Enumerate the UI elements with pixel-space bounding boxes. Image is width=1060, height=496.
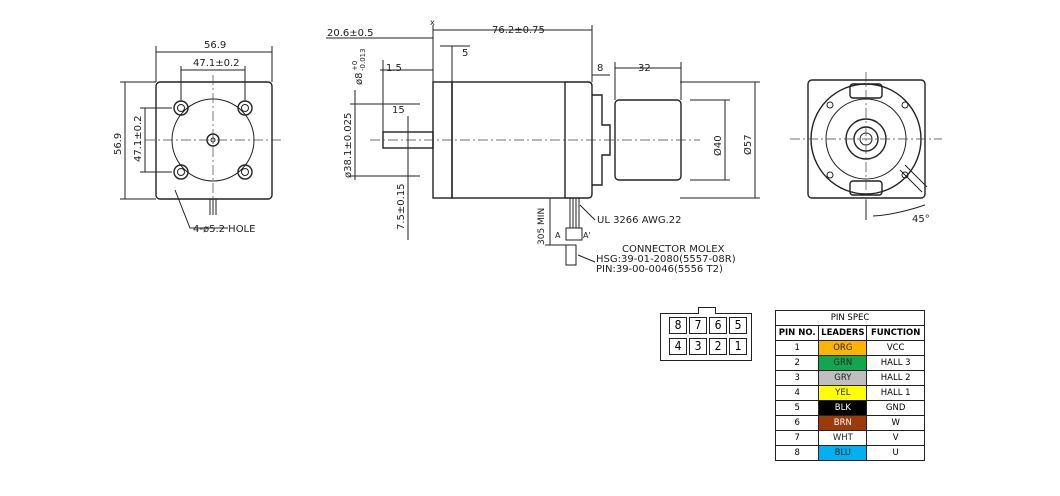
svg-text:-0.013: -0.013: [359, 48, 367, 71]
pin-number: 4: [774, 385, 820, 401]
svg-text:8: 8: [597, 63, 603, 74]
leader-color: YEL: [818, 385, 868, 401]
svg-text:20.6±0.5: 20.6±0.5: [327, 28, 374, 39]
pin-function: W: [866, 415, 925, 431]
header-pin-no: PIN NO.: [774, 325, 820, 341]
pin-function: HALL 1: [866, 385, 925, 401]
connector-pin-2: 2: [709, 338, 727, 355]
pin-number: 8: [774, 445, 820, 461]
svg-text:PIN:39-00-0046(5556 T2): PIN:39-00-0046(5556 T2): [596, 264, 723, 275]
connector-pin-4: 4: [669, 338, 687, 355]
leader-color: ORG: [818, 340, 868, 356]
leader-color: GRY: [818, 370, 868, 386]
connector-pin-1: 1: [729, 338, 747, 355]
connector-pin-3: 3: [689, 338, 707, 355]
leader-color: WHT: [818, 430, 868, 446]
svg-text:CONNECTOR MOLEX: CONNECTOR MOLEX: [622, 244, 725, 255]
svg-text:x: x: [430, 18, 435, 27]
svg-text:45°: 45°: [912, 214, 930, 225]
connector-pin-7: 7: [689, 317, 707, 334]
connector-pin-6: 6: [709, 317, 727, 334]
svg-text:47.1±0.2: 47.1±0.2: [133, 115, 144, 162]
pin-function: V: [866, 430, 925, 446]
svg-text:4-ø5.2 HOLE: 4-ø5.2 HOLE: [193, 224, 255, 235]
svg-text:7.5±0.15: 7.5±0.15: [396, 183, 407, 230]
svg-text:1.5: 1.5: [386, 63, 402, 74]
leader-color: BLK: [818, 400, 868, 416]
connector-pinout: 8 7 6 5 4 3 2 1: [660, 307, 752, 361]
side-view: 20.6±0.5 x 76.2±0.75 5 1.5 ø8 +0 -0.013 …: [326, 18, 760, 275]
pin-number: 1: [774, 340, 820, 356]
svg-text:56.9: 56.9: [204, 40, 226, 51]
svg-text:Ø40: Ø40: [712, 135, 724, 156]
pin-number: 6: [774, 415, 820, 431]
rear-view: 45°: [790, 72, 942, 225]
pin-function: U: [866, 445, 925, 461]
leader-color: GRN: [818, 355, 868, 371]
svg-text:15: 15: [392, 105, 405, 116]
svg-text:ø8: ø8: [354, 73, 365, 85]
svg-text:ø38.1±0.025: ø38.1±0.025: [343, 113, 354, 178]
leader-color: BRN: [818, 415, 868, 431]
connector-latch: [698, 307, 716, 314]
pin-number: 2: [774, 355, 820, 371]
svg-text:A': A': [583, 231, 591, 240]
svg-text:A: A: [555, 231, 561, 240]
svg-text:305 MIN: 305 MIN: [537, 208, 547, 245]
header-function: FUNCTION: [866, 325, 925, 341]
pin-number: 7: [774, 430, 820, 446]
svg-text:5: 5: [462, 48, 468, 59]
svg-text:76.2±0.75: 76.2±0.75: [492, 25, 545, 36]
pin-function: HALL 3: [866, 355, 925, 371]
svg-text:32: 32: [638, 63, 651, 74]
svg-text:47.1±0.2: 47.1±0.2: [193, 58, 240, 69]
svg-text:UL 3266 AWG.22: UL 3266 AWG.22: [597, 215, 682, 226]
header-leaders: LEADERS: [818, 325, 868, 341]
leader-color: BLU: [818, 445, 868, 461]
pin-function: VCC: [866, 340, 925, 356]
mounting-holes: [173, 100, 253, 180]
pin-function: HALL 2: [866, 370, 925, 386]
pin-number: 3: [774, 370, 820, 386]
svg-text:56.9: 56.9: [113, 133, 124, 155]
pin-function: GND: [866, 400, 925, 416]
svg-text:Ø57: Ø57: [742, 134, 754, 155]
connector-pin-8: 8: [669, 317, 687, 334]
pin-spec-title: PIN SPEC: [775, 310, 925, 326]
pin-number: 5: [774, 400, 820, 416]
connector-pin-5: 5: [729, 317, 747, 334]
svg-text:+0: +0: [351, 61, 359, 71]
svg-text:HSG:39-01-2080(5557-08R): HSG:39-01-2080(5557-08R): [596, 254, 736, 265]
front-view: 56.9 47.1±0.2 56.9 47.1±0.2 4-ø5.2 HOLE: [113, 40, 282, 235]
